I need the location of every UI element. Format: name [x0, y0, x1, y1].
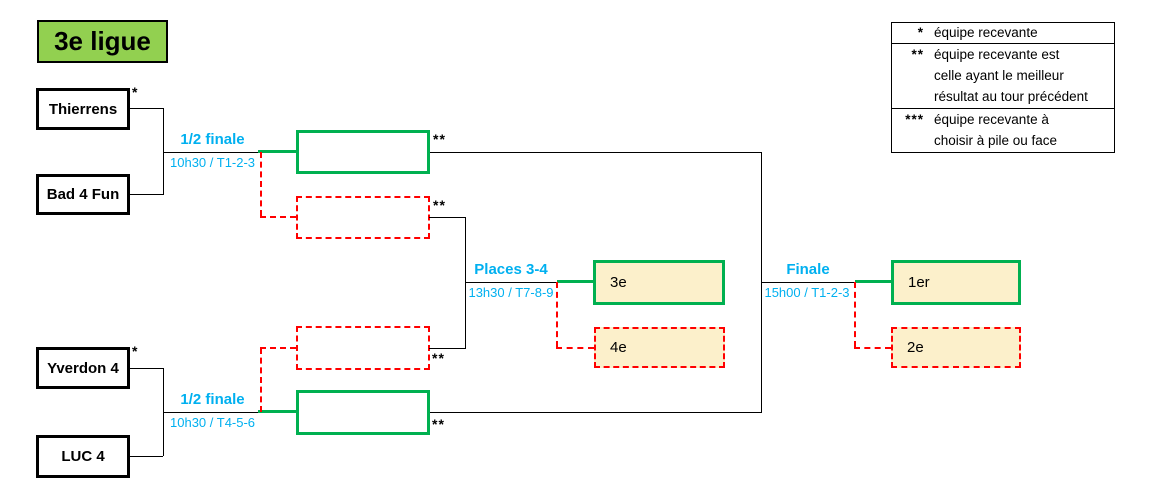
- round-label-semifinal1: 1/2 finale: [180, 131, 245, 148]
- legend-text-line: équipe recevante est: [934, 47, 1060, 62]
- round-schedule-places34: 13h30 / T7-8-9: [468, 285, 554, 300]
- third-place-slot: 3e: [593, 260, 725, 305]
- legend-row: *** équipe recevante à choisir à pile ou…: [892, 109, 1114, 155]
- receiving-team-note: **: [432, 350, 445, 366]
- first-place-slot: 1er: [891, 260, 1021, 305]
- legend-symbol: *: [917, 25, 924, 40]
- home-team-note: *: [132, 343, 139, 359]
- legend-text-line: équipe recevante: [934, 25, 1038, 40]
- connector-line: [465, 217, 466, 349]
- fourth-place-slot: 4e: [594, 327, 725, 368]
- loser-connector-line: [260, 216, 296, 218]
- round-label-finale: Finale: [786, 261, 830, 278]
- round-schedule-semifinal2: 10h30 / T4-5-6: [170, 415, 256, 430]
- semifinal2-loser-slot: [296, 326, 430, 370]
- receiving-team-note: **: [433, 131, 446, 147]
- round-schedule-finale: 15h00 / T1-2-3: [764, 285, 850, 300]
- home-team-note: *: [132, 84, 139, 100]
- semifinal1-winner-slot: [296, 130, 430, 174]
- receiving-team-note: **: [432, 416, 445, 432]
- legend-text-line: équipe recevante à: [934, 112, 1049, 127]
- legend-symbol: ***: [905, 112, 924, 127]
- round-label-semifinal2: 1/2 finale: [180, 391, 245, 408]
- connector-line: [465, 282, 557, 283]
- legend: * équipe recevante ** équipe recevante e…: [891, 22, 1115, 153]
- semifinal1-loser-slot: [296, 196, 430, 239]
- team-box-luc4: LUC 4: [36, 435, 130, 478]
- connector-line: [130, 368, 163, 369]
- connector-line: [429, 217, 465, 218]
- team-box-bad4fun: Bad 4 Fun: [36, 174, 130, 215]
- connector-line: [430, 152, 761, 153]
- connector-line: [761, 282, 855, 283]
- legend-text-line: résultat au tour précédent: [934, 89, 1088, 104]
- round-schedule-semifinal1: 10h30 / T1-2-3: [170, 155, 256, 170]
- connector-line: [163, 152, 261, 153]
- connector-line: [430, 412, 761, 413]
- connector-line: [130, 456, 163, 457]
- receiving-team-note: **: [433, 197, 446, 213]
- loser-connector-line: [854, 347, 891, 349]
- winner-connector-line: [258, 410, 296, 413]
- legend-row: ** équipe recevante est celle ayant le m…: [892, 44, 1114, 109]
- legend-text-line: choisir à pile ou face: [934, 133, 1058, 148]
- team-box-yverdon4: Yverdon 4: [36, 347, 130, 389]
- loser-connector-line: [854, 282, 856, 347]
- loser-connector-line: [556, 282, 558, 347]
- winner-connector-line: [855, 280, 891, 283]
- loser-connector-line: [260, 347, 296, 349]
- connector-line: [429, 348, 465, 349]
- winner-connector-line: [557, 280, 593, 283]
- loser-connector-line: [260, 348, 262, 412]
- winner-connector-line: [258, 150, 296, 153]
- legend-text-line: celle ayant le meilleur: [934, 68, 1064, 83]
- connector-line: [163, 108, 164, 195]
- legend-symbol: **: [911, 47, 924, 62]
- connector-line: [130, 194, 163, 195]
- connector-line: [130, 108, 163, 109]
- connector-line: [163, 412, 261, 413]
- loser-connector-line: [556, 347, 594, 349]
- round-label-places34: Places 3-4: [474, 261, 548, 278]
- page-title: 3e ligue: [37, 20, 168, 63]
- team-box-thierrens: Thierrens: [36, 88, 130, 130]
- loser-connector-line: [260, 152, 262, 216]
- semifinal2-winner-slot: [296, 390, 430, 435]
- legend-row: * équipe recevante: [892, 23, 1114, 44]
- second-place-slot: 2e: [891, 327, 1021, 368]
